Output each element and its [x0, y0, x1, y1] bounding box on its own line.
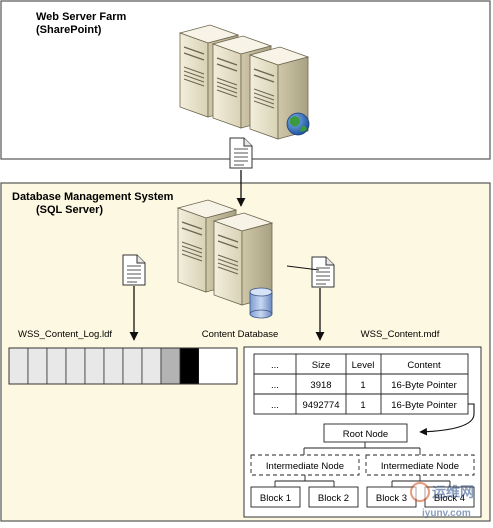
table-row-2-content: 16-Byte Pointer	[391, 400, 456, 411]
intermediate-node-label-2: Intermediate Node	[381, 461, 459, 472]
database-icon	[249, 287, 273, 319]
watermark-logo-text: 运维网	[432, 484, 474, 500]
log-strip-outline	[8, 347, 238, 385]
dbms-subtitle: (SQL Server)	[36, 204, 103, 216]
intermediate-connectors-1	[274, 475, 335, 487]
log-segment	[160, 347, 181, 385]
pointer-arrow	[419, 403, 475, 436]
dbms-title: Database Management System	[12, 191, 174, 203]
intermediate-connectors-2	[391, 475, 451, 487]
log-segment	[65, 347, 86, 385]
block-2-box	[308, 486, 359, 508]
root-connectors	[303, 442, 421, 455]
mdf-table: ... Size Level Content ... 3918 1 16-Byt…	[253, 353, 469, 415]
watermark-text: iyunv.com	[422, 508, 471, 519]
watermark-logo-icon	[410, 482, 430, 502]
data-document-icon	[311, 256, 335, 288]
block-2-label: Block 2	[318, 493, 349, 504]
mdf-file-label: WSS_Content.mdf	[361, 329, 440, 340]
block-1-label: Block 1	[260, 493, 291, 504]
root-node-box	[323, 423, 408, 443]
root-node-label: Root Node	[343, 429, 388, 440]
table-row-1-content: 16-Byte Pointer	[391, 380, 456, 391]
table-row-2-ellipsis: ...	[271, 400, 279, 411]
watermark: 运维网 iyunv.com	[410, 482, 474, 519]
btree: Root Node Intermediate Node Intermediate…	[250, 423, 475, 508]
web-tier-title: Web Server Farm	[36, 11, 127, 23]
log-segment	[103, 347, 124, 385]
log-segment	[179, 347, 200, 385]
table-header-size: Size	[312, 360, 330, 371]
web-tier-subtitle: (SharePoint)	[36, 24, 102, 36]
log-segment	[199, 348, 218, 384]
log-document-icon	[122, 254, 146, 286]
log-segment	[218, 348, 237, 384]
log-file-strip	[8, 347, 238, 385]
log-segment	[84, 347, 105, 385]
globe-icon	[286, 112, 310, 136]
table-row-2-size: 9492774	[303, 400, 340, 411]
request-document-icon	[229, 137, 253, 169]
log-segment	[46, 347, 67, 385]
table-row-2-level: 1	[360, 400, 365, 411]
table-row-1-ellipsis: ...	[271, 380, 279, 391]
table-header-ellipsis: ...	[271, 360, 279, 371]
content-database-label: Content Database	[202, 329, 279, 340]
log-segment	[141, 347, 162, 385]
block-4-label: Block 4	[434, 493, 465, 504]
log-segment	[27, 347, 48, 385]
log-file-label: WSS_Content_Log.ldf	[18, 329, 112, 340]
block-3-label: Block 3	[376, 493, 407, 504]
table-header-level: Level	[352, 360, 375, 371]
intermediate-node-label-1: Intermediate Node	[266, 461, 344, 472]
table-row-1-level: 1	[360, 380, 365, 391]
block-1-box	[250, 486, 301, 508]
table-header-content: Content	[407, 360, 441, 371]
log-segment	[8, 347, 29, 385]
table-row-1-size: 3918	[310, 380, 331, 391]
log-segment	[122, 347, 143, 385]
